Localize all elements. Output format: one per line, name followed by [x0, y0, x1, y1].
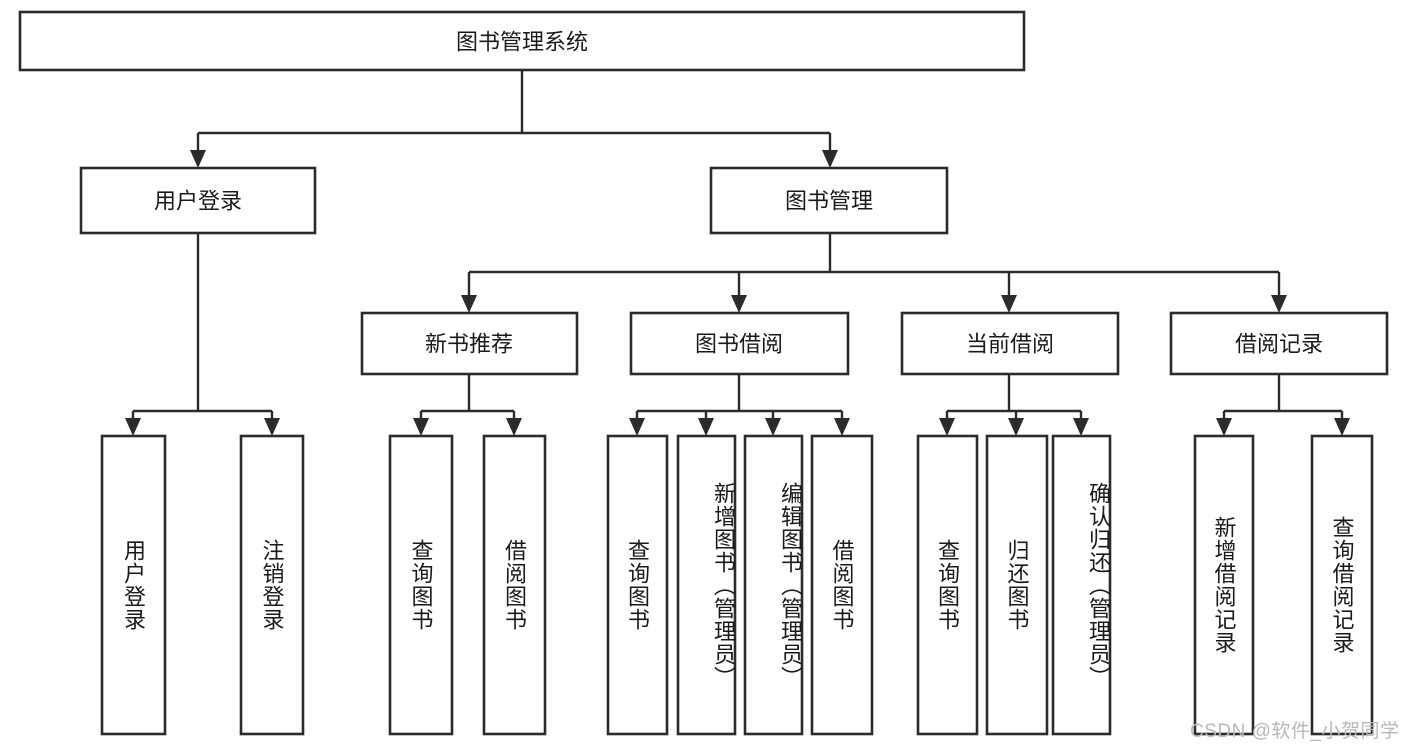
node-box-current-borrow[interactable] — [900, 311, 1120, 376]
arrowhead-leaf-add-book — [698, 418, 714, 436]
arrowhead-current-borrow — [1001, 295, 1017, 313]
node-box-book-borrow[interactable] — [629, 311, 850, 376]
arrowhead-leaf-borrow-book-2 — [834, 418, 850, 436]
csdn-watermark: CSDN @软件_小贺同学 — [1190, 721, 1400, 742]
arrowhead-borrow-record — [1271, 295, 1287, 313]
node-box-leaf-query-record[interactable] — [1310, 434, 1374, 736]
node-box-leaf-borrow-book-2[interactable] — [810, 434, 874, 736]
node-box-leaf-add-record[interactable] — [1193, 434, 1255, 736]
arrowhead-userlogin — [190, 150, 206, 168]
arrowhead-leaf-confirm-return — [1073, 418, 1089, 436]
arrowhead-leaf-add-record — [1216, 418, 1232, 436]
node-box-leaf-query-book-1[interactable] — [388, 434, 454, 736]
connectors-group — [125, 70, 1350, 436]
arrowhead-bookmanage — [822, 150, 838, 168]
arrowhead-book-borrow — [731, 295, 747, 313]
node-box-borrow-record[interactable] — [1169, 311, 1389, 376]
arrowhead-leaf-return-book — [1008, 418, 1024, 436]
label-book-manage: 图书管理 — [785, 189, 873, 214]
node-box-title[interactable] — [18, 10, 1026, 72]
arrowhead-leaf-query-book-3 — [939, 418, 955, 436]
node-box-leaf-query-book-3[interactable] — [916, 434, 979, 736]
node-box-user-login[interactable] — [79, 166, 317, 235]
label-user-login: 用户登录 — [154, 189, 242, 214]
label-borrow-record: 借阅记录 — [1235, 332, 1323, 357]
arrowhead-leaf-edit-book — [765, 418, 781, 436]
arrowhead-leaf-logout-login — [264, 418, 280, 436]
label-current-borrow: 当前借阅 — [966, 332, 1054, 357]
node-box-leaf-query-book-2[interactable] — [606, 434, 669, 736]
label-book-borrow: 图书借阅 — [695, 332, 783, 357]
label-new-book-recommend: 新书推荐 — [425, 332, 513, 357]
node-box-leaf-add-book[interactable] — [676, 434, 737, 736]
node-box-leaf-confirm-return[interactable] — [1051, 434, 1112, 736]
arrowhead-leaf-borrow-book-1 — [506, 418, 522, 436]
node-box-leaf-return-book[interactable] — [985, 434, 1049, 736]
arrowhead-leaf-query-book-1 — [413, 418, 429, 436]
node-box-leaf-edit-book[interactable] — [743, 434, 804, 736]
node-box-book-manage[interactable] — [709, 166, 949, 235]
node-box-leaf-borrow-book-1[interactable] — [482, 434, 547, 736]
arrowhead-new-book-recommend — [461, 295, 477, 313]
arrowhead-leaf-user-login — [125, 418, 141, 436]
horizontal-labels-group: 图书管理系统 用户登录 图书管理 新书推荐 图书借阅 当前借阅 借阅记录 — [154, 30, 1323, 357]
arrowhead-leaf-query-book-2 — [629, 418, 645, 436]
arrowhead-leaf-query-record — [1334, 418, 1350, 436]
node-boxes-group — [18, 10, 1389, 736]
node-box-leaf-logout-login[interactable] — [239, 434, 305, 736]
label-title: 图书管理系统 — [456, 30, 588, 55]
node-box-new-book-recommend[interactable] — [360, 311, 579, 376]
node-box-leaf-user-login[interactable] — [100, 434, 167, 736]
